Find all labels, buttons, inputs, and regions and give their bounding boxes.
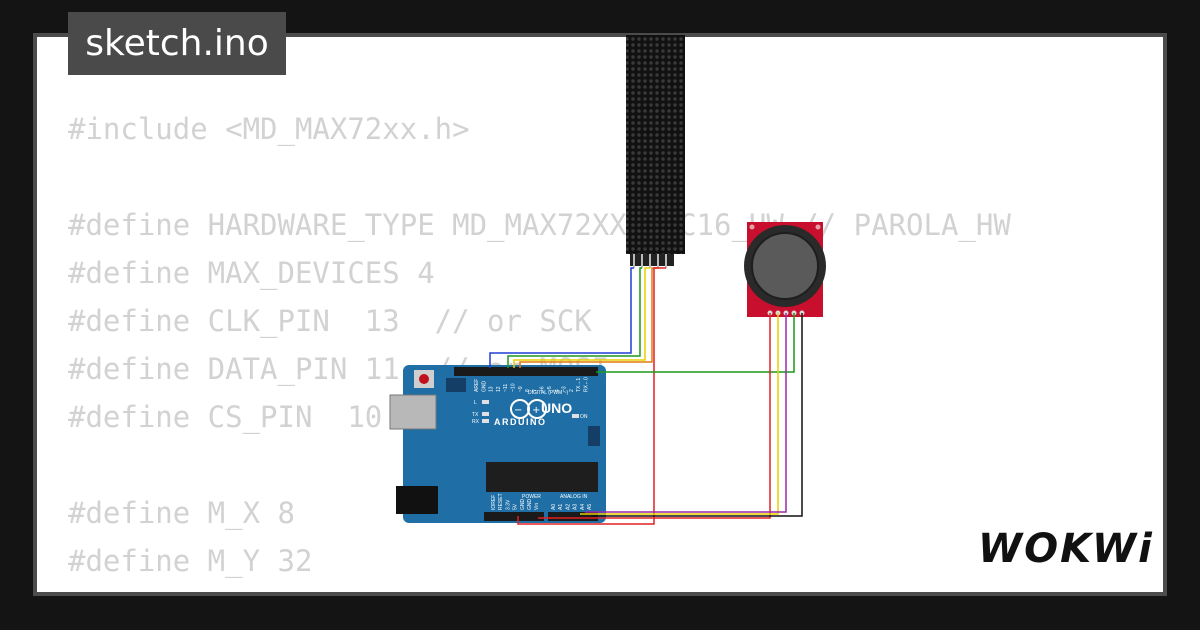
code-line: #define MAX_DEVICES 4 bbox=[68, 256, 435, 290]
code-line: #include <MD_MAX72xx.h> bbox=[68, 112, 470, 146]
pin-label: 3.3V bbox=[505, 499, 511, 510]
wire-red bbox=[517, 267, 666, 525]
pin-label: GND bbox=[481, 381, 487, 393]
led-l-label: L bbox=[474, 400, 477, 406]
pin-label: RESET bbox=[498, 493, 504, 510]
wire-joy-green bbox=[596, 313, 795, 373]
code-line: #define M_X 8 bbox=[68, 496, 295, 530]
pin-label: A0 bbox=[551, 504, 557, 510]
digital-header bbox=[454, 367, 598, 376]
wire-yellow bbox=[513, 267, 650, 368]
editor-card: #include <MD_MAX72xx.h>#define HARDWARE_… bbox=[37, 37, 1163, 592]
rx-label: RX bbox=[472, 419, 480, 425]
icsp-header bbox=[446, 378, 466, 392]
pin-label: A1 bbox=[558, 504, 564, 510]
analog-label: ANALOG IN bbox=[560, 494, 588, 500]
reset-button[interactable] bbox=[419, 374, 429, 384]
code-line: #define M_Y 32 bbox=[68, 544, 313, 578]
led-matrix[interactable] bbox=[626, 35, 685, 268]
led-matrix-panel bbox=[626, 35, 685, 254]
pin-label: ~10 bbox=[511, 383, 517, 392]
pin-label: GND bbox=[520, 499, 526, 511]
pin-label: IOREF bbox=[491, 495, 497, 510]
wire-joy-red bbox=[538, 313, 771, 519]
tx-label: TX bbox=[472, 412, 479, 418]
led-matrix-pins bbox=[633, 254, 667, 268]
wire-joy-yellow bbox=[580, 313, 779, 515]
joystick-knob[interactable] bbox=[751, 232, 819, 300]
pin-label: A3 bbox=[573, 504, 579, 510]
pin-label: 5V bbox=[513, 503, 519, 510]
pin-label: ~3 bbox=[562, 386, 568, 392]
pin-label: GND bbox=[527, 499, 533, 511]
file-tab[interactable]: sketch.ino bbox=[68, 12, 286, 75]
wire-blue bbox=[489, 267, 634, 368]
atmega-chip bbox=[486, 462, 598, 492]
on-label: ON bbox=[580, 414, 588, 420]
pin-label: ~6 bbox=[540, 386, 546, 392]
svg-text:+: + bbox=[532, 405, 540, 416]
pin-label: TX→1 bbox=[576, 378, 582, 392]
pin-label: ~11 bbox=[503, 384, 509, 392]
pin-label: ~5 bbox=[547, 386, 553, 392]
pin-label: A5 bbox=[587, 504, 593, 510]
icsp-header-2 bbox=[588, 426, 600, 446]
wokwi-logo: WOKWi bbox=[978, 526, 1154, 572]
pin-label: 4 bbox=[554, 389, 560, 392]
pin-label: 13 bbox=[489, 386, 495, 392]
wire-joy-purple bbox=[585, 313, 787, 513]
pin-label: 8 bbox=[525, 389, 531, 392]
pin-label: A2 bbox=[565, 504, 571, 510]
pin-label: 2 bbox=[569, 389, 575, 392]
wire-joy-black bbox=[592, 313, 803, 517]
usb-port bbox=[389, 394, 437, 430]
wire-green bbox=[507, 267, 642, 368]
joystick-module[interactable] bbox=[744, 222, 826, 317]
pin-label: A4 bbox=[580, 504, 586, 510]
pin-label: RX←0 bbox=[584, 377, 590, 392]
power-header bbox=[484, 512, 544, 521]
pin-label: Vin bbox=[534, 503, 540, 510]
wires bbox=[489, 267, 803, 525]
analog-header bbox=[548, 512, 598, 521]
board-model: UNO bbox=[541, 400, 572, 416]
pin-label: AREF bbox=[474, 379, 480, 392]
code-line: #define CLK_PIN 13 // or SCK bbox=[68, 304, 592, 338]
power-jack bbox=[396, 486, 438, 514]
power-label: POWER bbox=[522, 494, 541, 500]
code-line: #define CS_PIN 10 bbox=[68, 400, 383, 434]
led-matrix-header bbox=[630, 254, 674, 266]
arduino-uno-board[interactable]: − + UNO ARDUINO DIGITAL (PWM ~) POWER AN… bbox=[389, 365, 606, 523]
pin-label: ~9 bbox=[518, 386, 524, 392]
board-brand: ARDUINO bbox=[494, 417, 547, 427]
svg-text:−: − bbox=[514, 405, 522, 416]
pin-label: 12 bbox=[496, 386, 502, 392]
pin-label: 7 bbox=[532, 389, 538, 392]
digital-label: DIGITAL (PWM ~) bbox=[528, 390, 568, 396]
file-tab-label: sketch.ino bbox=[85, 23, 269, 64]
